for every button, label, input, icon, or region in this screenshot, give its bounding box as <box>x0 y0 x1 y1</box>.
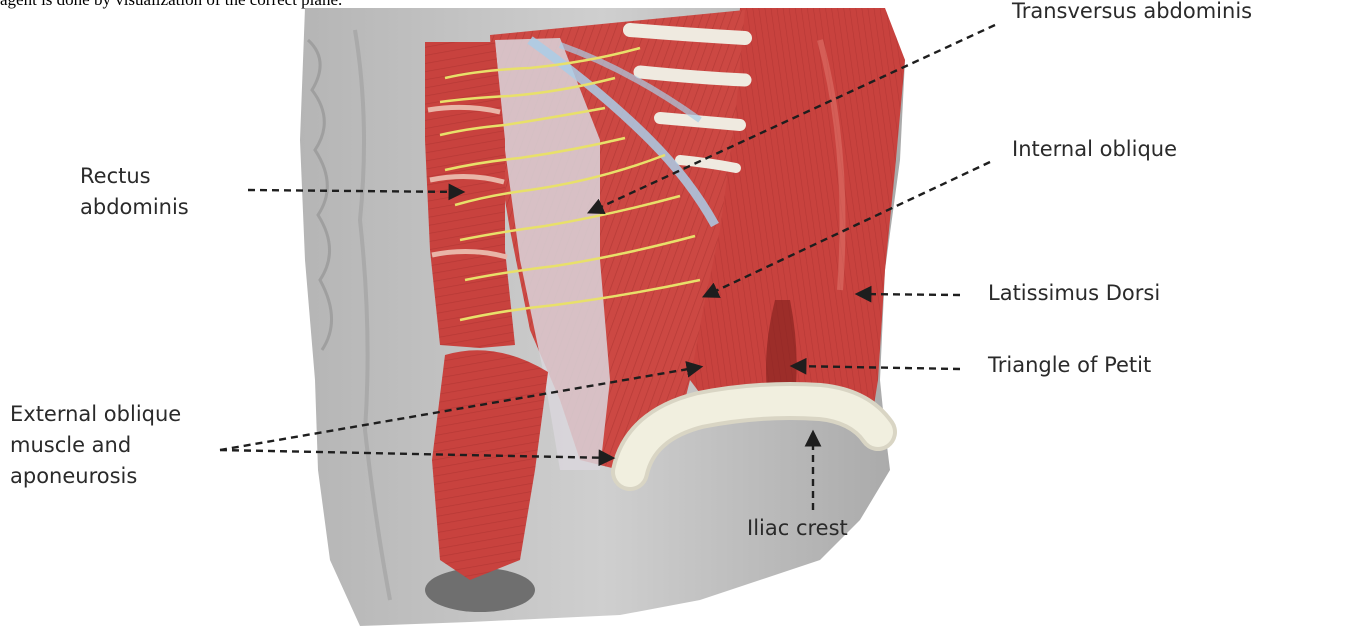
label-external-oblique: External oblique muscle and aponeurosis <box>10 399 181 492</box>
pointer-latissimus <box>858 294 960 295</box>
label-external-line1: External oblique <box>10 399 181 430</box>
label-latissimus-dorsi: Latissimus Dorsi <box>988 278 1160 309</box>
figure-caption: agent is done by visualization of the co… <box>0 0 342 9</box>
label-rectus-line1: Rectus <box>80 161 189 192</box>
label-triangle-of-petit: Triangle of Petit <box>988 350 1151 381</box>
label-rectus-line2: abdominis <box>80 192 189 223</box>
label-external-line2: muscle and <box>10 430 181 461</box>
label-transversus-abdominis: Transversus abdominis <box>1012 0 1252 27</box>
label-internal-oblique: Internal oblique <box>1012 134 1177 165</box>
label-iliac-crest: Iliac crest <box>747 513 848 544</box>
label-rectus-abdominis: Rectus abdominis <box>80 161 189 223</box>
label-external-line3: aponeurosis <box>10 461 181 492</box>
